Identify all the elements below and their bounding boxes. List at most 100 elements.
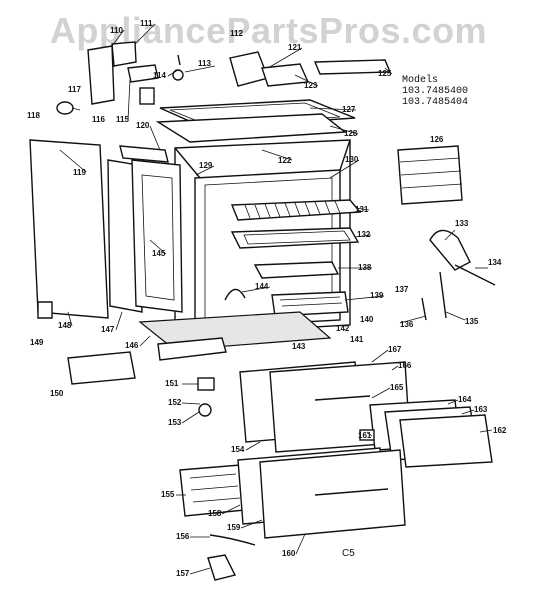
- switch: [261, 63, 310, 87]
- callout: 123: [304, 81, 318, 90]
- callout: 120: [136, 121, 150, 130]
- callout: 117: [68, 85, 81, 94]
- callout: 110: [110, 26, 123, 35]
- callout: 165: [390, 383, 404, 392]
- callout: 116: [92, 115, 105, 124]
- callout: 150: [50, 389, 64, 398]
- storage-drawer: [179, 447, 406, 581]
- knob-2: [198, 403, 212, 417]
- drawer-bracket: [207, 554, 237, 581]
- callout: 129: [199, 161, 213, 170]
- right-parts: [397, 145, 496, 321]
- callout: 137: [395, 285, 409, 294]
- callout: 155: [161, 490, 175, 499]
- callout: 163: [474, 405, 488, 414]
- bottom-panel: [138, 311, 332, 351]
- knob-part: [56, 101, 74, 115]
- callout: 146: [125, 341, 139, 350]
- callout: 136: [400, 320, 414, 329]
- drawer-box-lines: [189, 473, 241, 503]
- top-frame: [155, 113, 347, 143]
- left-bottom-parts: [37, 301, 227, 417]
- upper-left-parts: [56, 41, 184, 115]
- callout: 119: [73, 168, 86, 177]
- callout: 133: [455, 219, 469, 228]
- callout: 153: [168, 418, 182, 427]
- callout: 164: [458, 395, 472, 404]
- knob: [197, 377, 215, 391]
- callout: 152: [168, 398, 182, 407]
- callout: 162: [493, 426, 507, 435]
- callout: 161: [358, 431, 372, 440]
- oven-cabinet: [138, 99, 362, 351]
- callout: 158: [208, 509, 222, 518]
- callout: 115: [116, 115, 129, 124]
- callout: 114: [153, 71, 166, 80]
- callout: 135: [465, 317, 479, 326]
- callout: 126: [430, 135, 444, 144]
- callout: 138: [358, 263, 372, 272]
- door-handle: [314, 395, 371, 401]
- top-rail: [119, 145, 169, 163]
- hinge-bracket: [127, 64, 159, 83]
- door-window: [399, 414, 493, 468]
- callout: 160: [282, 549, 296, 558]
- callout: 157: [176, 569, 190, 578]
- callout: 113: [198, 59, 211, 68]
- callout: 132: [357, 230, 371, 239]
- leader-lines: [59, 23, 493, 575]
- side-panels: [29, 139, 183, 319]
- bake-element-coil: [279, 296, 343, 307]
- broiler-rack: [253, 261, 340, 279]
- callout: 118: [27, 111, 40, 120]
- callout: 167: [388, 345, 402, 354]
- broil-element-tube: [224, 288, 246, 301]
- diagram-code: C5: [342, 548, 355, 559]
- callout: 130: [345, 155, 359, 164]
- drawer-rod: [209, 534, 256, 546]
- rotisserie-motor: [429, 229, 471, 271]
- callout: 149: [30, 338, 44, 347]
- capillary-tube: [177, 54, 181, 66]
- side-panel-inner: [131, 159, 183, 313]
- callout: 143: [292, 342, 306, 351]
- callout: 122: [278, 156, 292, 165]
- cooktop-panel-inner: [169, 102, 341, 125]
- backguard-bracket: [87, 45, 115, 105]
- callout: 151: [165, 379, 179, 388]
- backguard-clip: [111, 41, 137, 67]
- bake-element: [271, 291, 349, 317]
- top-parts: [229, 51, 392, 87]
- oven-door: [239, 361, 493, 468]
- callout: 111: [140, 19, 153, 28]
- leveling-leg: [37, 301, 53, 319]
- callout: 128: [344, 129, 358, 138]
- models-block: Models 103.7485400 103.7485404: [402, 75, 468, 108]
- terminal-block: [139, 87, 155, 105]
- models-heading: Models: [402, 75, 439, 86]
- callout: 154: [231, 445, 245, 454]
- callout: 140: [360, 315, 374, 324]
- support-rod: [439, 271, 447, 319]
- handle-bar: [157, 337, 227, 361]
- oven-rack: [230, 199, 362, 221]
- rack-frame-bars: [399, 157, 463, 189]
- rotisserie-spit: [454, 264, 496, 286]
- broil-pan-inner: [243, 230, 351, 245]
- model-number: 103.7485404: [402, 97, 469, 108]
- door-hinge: [359, 429, 375, 441]
- callout: 159: [227, 523, 241, 532]
- callout: 141: [350, 335, 364, 344]
- oven-cavity: [194, 169, 341, 329]
- callout: 134: [488, 258, 502, 267]
- callout: 142: [336, 324, 350, 333]
- side-panel-outer: [29, 139, 109, 319]
- callout: 156: [176, 532, 190, 541]
- drawer-handle: [314, 488, 389, 496]
- callout: 147: [101, 325, 115, 334]
- model-number: 103.7485400: [402, 86, 469, 97]
- callout: 148: [58, 321, 72, 330]
- callout: 139: [370, 291, 384, 300]
- oven-rack-wires: [244, 200, 341, 219]
